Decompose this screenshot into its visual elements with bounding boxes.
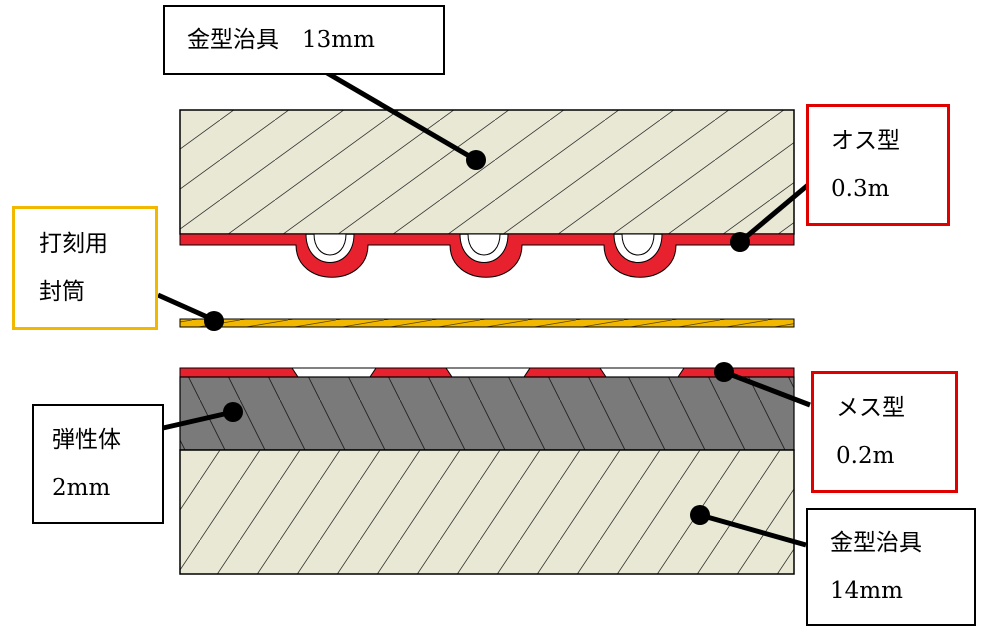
male-die-name: オス型	[831, 128, 900, 154]
male-die-plate	[179, 233, 795, 278]
female-die-thickness: 0.2m	[836, 443, 895, 469]
label-lower-jig: 金型治具 14mm	[806, 508, 976, 626]
sealing-tube-line1: 打刻用	[39, 231, 108, 257]
leader-sealing-tube	[156, 292, 224, 331]
elastic-body-block	[179, 376, 795, 451]
lower-jig-thickness: 14mm	[830, 578, 903, 604]
leader-elastic	[162, 402, 243, 431]
lower-jig-name: 金型治具	[830, 530, 922, 556]
elastic-thickness: 2mm	[52, 475, 111, 501]
male-die-thickness: 0.3m	[831, 176, 890, 202]
leader-lower-jig	[690, 505, 807, 548]
sealing-tube-line2: 封筒	[39, 279, 85, 305]
leader-upper-jig	[320, 67, 486, 170]
label-male-die: オス型 0.3m	[806, 104, 950, 226]
label-elastic: 弾性体 2mm	[32, 404, 164, 524]
upper-jig-block	[179, 109, 795, 235]
upper-jig-text: 金型治具 13mm	[187, 27, 375, 53]
sealing-tube-strip	[179, 318, 795, 328]
female-die-name: メス型	[836, 395, 905, 421]
elastic-name: 弾性体	[52, 427, 121, 453]
female-die-plate	[179, 367, 795, 378]
leader-female-die	[714, 362, 811, 408]
label-upper-jig: 金型治具 13mm	[163, 5, 445, 75]
leader-male-die	[730, 183, 810, 252]
label-female-die: メス型 0.2m	[811, 371, 958, 493]
label-sealing-tube: 打刻用 封筒	[12, 206, 158, 330]
